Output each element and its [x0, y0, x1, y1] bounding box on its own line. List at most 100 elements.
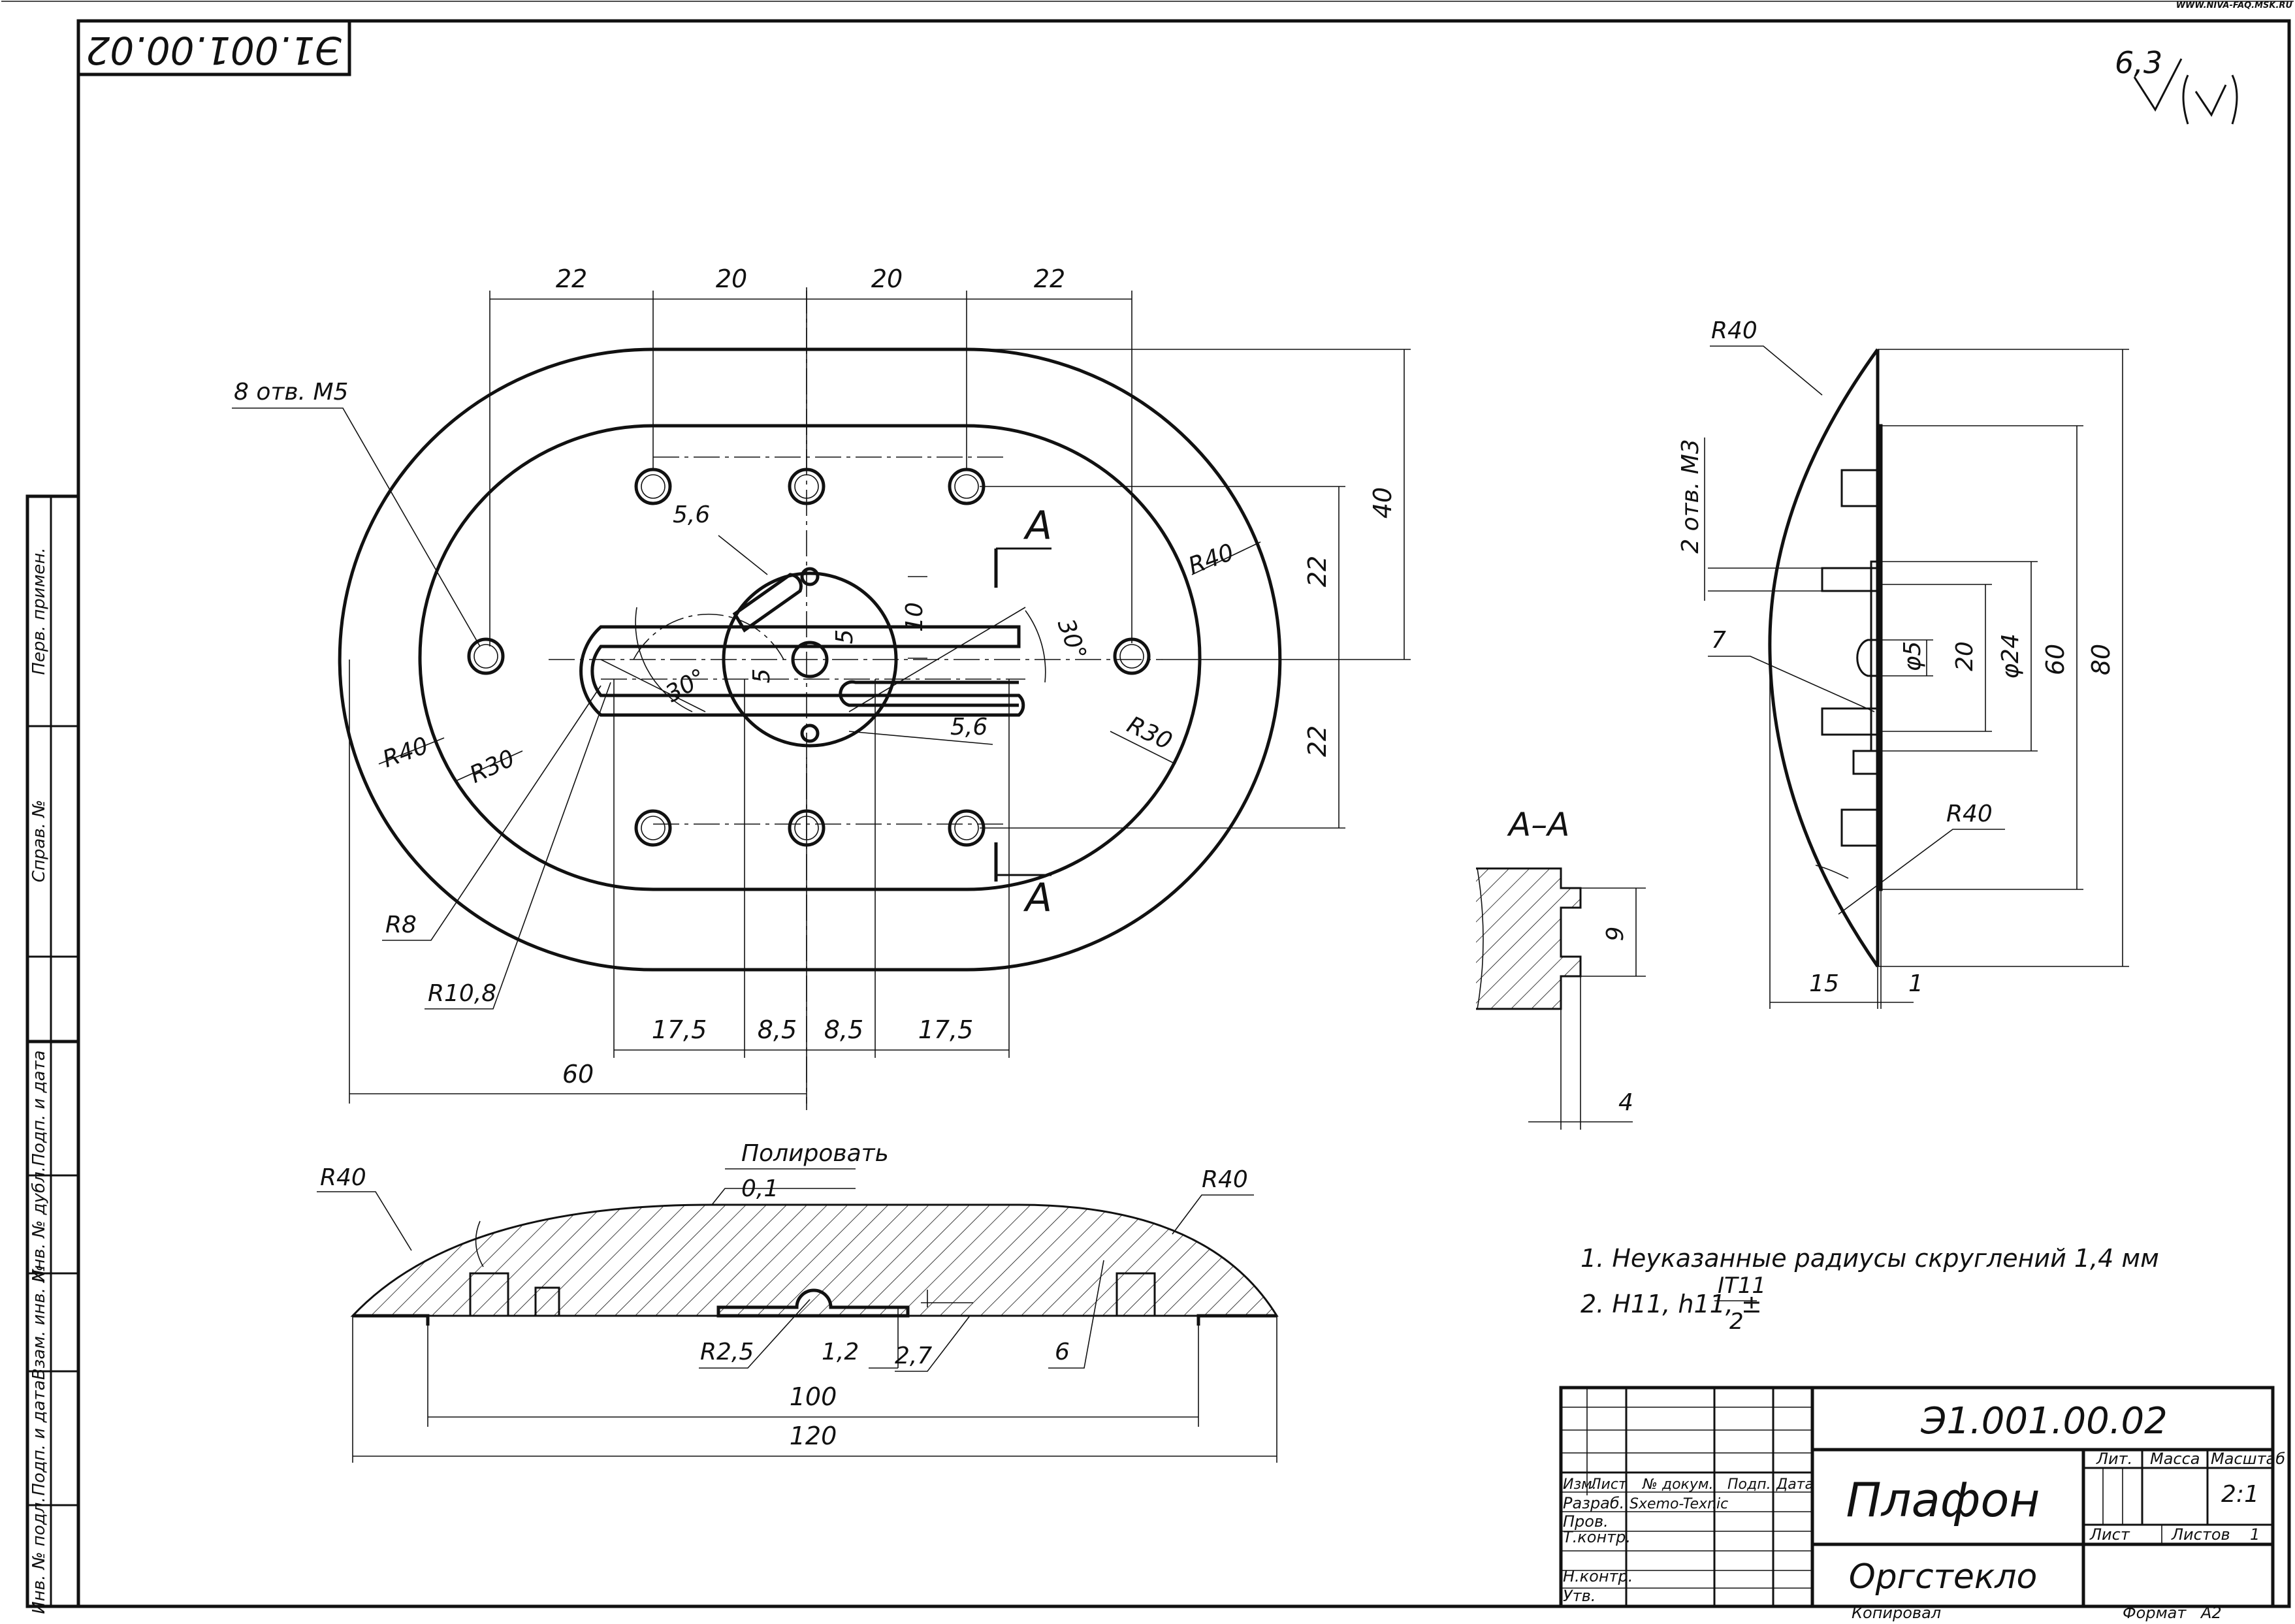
section-aa: А–А 9 4	[1476, 806, 1646, 1130]
dim-right-22a: 22	[1303, 556, 1332, 587]
radius-r40-right: R40	[1185, 539, 1238, 580]
side-col-6: Подп. и дата	[29, 1380, 49, 1495]
radius-r108: R10,8	[428, 980, 496, 1007]
u-slot	[579, 625, 1025, 717]
tb-sheet: Лист	[2089, 1525, 2130, 1544]
tb-r-prov: Пров.	[1563, 1512, 1609, 1531]
side-col-7: Инв. № подл.	[29, 1497, 49, 1614]
dim-top-20a: 20	[716, 264, 747, 293]
radius-r30-right: R30	[1123, 711, 1176, 755]
hole	[948, 809, 986, 847]
front-d27: 2,7	[895, 1343, 932, 1369]
note-2-den: 2	[1729, 1309, 1744, 1335]
polish-tol: 0,1	[741, 1175, 778, 1202]
note-2-num: IT11	[1718, 1273, 1766, 1299]
tb-format-value: A2	[2200, 1604, 2222, 1622]
dim-top-22a: 22	[556, 264, 587, 293]
tb-format: Формат	[2123, 1604, 2187, 1622]
side-d20: 20	[1951, 641, 1978, 671]
front-d12: 1,2	[822, 1339, 859, 1365]
tb-r-razrab: Разраб.	[1563, 1494, 1624, 1512]
dim-10: 10	[901, 602, 928, 632]
angle-1: 30°	[661, 664, 711, 708]
side-d15: 15	[1809, 970, 1839, 997]
dim-bottom-85a: 8,5	[758, 1015, 797, 1044]
tb-scale: 2:1	[2221, 1481, 2259, 1508]
dim-60: 60	[562, 1060, 594, 1089]
tb-material: Оргстекло	[1849, 1557, 2038, 1597]
tb-copied: Копировал	[1852, 1604, 1941, 1622]
note-2: 2. H11, h11, ±	[1581, 1290, 1762, 1318]
section-d9: 9	[1602, 927, 1629, 942]
dim-top-20b: 20	[871, 264, 903, 293]
slot-width-1: 5,6	[673, 502, 710, 528]
tb-h-ndok: № докум.	[1642, 1476, 1713, 1493]
technical-notes: 1. Неуказанные радиусы скруглений 1,4 мм…	[1581, 1244, 2159, 1335]
top-left-code: Э1.001.00.02	[86, 28, 342, 72]
dim-bottom-175a: 17,5	[652, 1015, 707, 1044]
side-d-phi24: φ24	[1997, 633, 2024, 679]
tb-lit: Лит.	[2096, 1450, 2132, 1468]
dim-bottom-175b: 17,5	[918, 1015, 974, 1044]
side-r40-bottom: R40	[1946, 801, 1993, 827]
polish-note: Полировать	[741, 1140, 889, 1167]
front-view: Полировать 0,1 R40 R40 R2,5 1,2 2,7 6 10…	[317, 1140, 1279, 1463]
side-d-phi5: φ5	[1899, 641, 1926, 672]
side-columns: Перв. примен. Справ. № Подп. и дата Инв.…	[25, 494, 80, 1614]
front-d6: 6	[1055, 1339, 1070, 1365]
side-col-1: Перв. примен.	[29, 547, 49, 675]
title-block: Э1.001.00.02 Плафон Оргстекло Изм. Лист …	[1559, 1386, 2285, 1622]
holes-label: 8 отв. M5	[234, 379, 348, 406]
dim-bottom-85b: 8,5	[824, 1015, 863, 1044]
side-col-5: Взам. инв. №	[29, 1265, 49, 1380]
side-col-3: Подп. и дата	[29, 1050, 49, 1166]
outer-outline	[338, 347, 1282, 972]
front-r40-right: R40	[1202, 1166, 1248, 1193]
tb-r-utv: Утв.	[1563, 1587, 1596, 1605]
slot-width-2: 5,6	[950, 714, 987, 740]
tb-r-nkontr: Н.контр.	[1563, 1567, 1633, 1585]
tb-r-tkontr: Т.контр.	[1563, 1528, 1631, 1546]
front-d120: 120	[790, 1422, 837, 1450]
side-holes-label: 2 отв. M3	[1677, 439, 1704, 553]
tb-sheets: Листов	[2171, 1525, 2230, 1544]
tb-designation: Э1.001.00.02	[1920, 1400, 2168, 1442]
dim-5b: 5	[748, 669, 775, 684]
front-d100: 100	[790, 1382, 837, 1411]
section-mark-top: A	[1023, 503, 1052, 549]
side-d60: 60	[2041, 644, 2070, 675]
hole	[467, 637, 505, 675]
front-r40-left: R40	[320, 1164, 366, 1191]
hole	[948, 468, 986, 505]
hole	[788, 468, 826, 505]
dim-right-40: 40	[1368, 487, 1397, 518]
side-r40-top: R40	[1711, 317, 1757, 344]
angle-2: 30°	[1052, 615, 1091, 663]
section-d4: 4	[1618, 1089, 1633, 1116]
side-d1: 1	[1908, 970, 1923, 997]
corner-stamp: WWW.NIVA-FAQ.MSK.RU	[2176, 1, 2293, 10]
tb-h-list: Лист	[1590, 1476, 1628, 1493]
hole	[634, 468, 672, 505]
section-mark-bottom: A	[1023, 875, 1052, 921]
tb-masshtab: Масштаб	[2211, 1450, 2285, 1468]
radius-r40-left: R40	[379, 732, 432, 773]
side-col-2: Справ. №	[29, 800, 49, 882]
tb-sheets-count: 1	[2250, 1525, 2260, 1544]
side-col-4: Инв. № дубл.	[29, 1166, 49, 1282]
tb-name: Плафон	[1846, 1473, 2040, 1527]
side-view: R40 R40 2 отв. M3 7 φ5 20 φ24 60 80	[1677, 317, 2129, 1009]
hole	[634, 809, 672, 847]
hole	[1113, 637, 1151, 675]
radius-r8: R8	[385, 912, 417, 938]
dim-5a: 5	[831, 629, 858, 645]
tb-h-podp: Подп.	[1727, 1476, 1771, 1493]
tb-h-data: Дата	[1776, 1476, 1814, 1493]
radius-r30-left: R30	[466, 745, 519, 789]
section-aa-title: А–А	[1507, 806, 1569, 844]
roughness-symbol: 6,3	[2115, 45, 2238, 125]
front-r25: R2,5	[700, 1339, 754, 1365]
dim-top-22b: 22	[1034, 264, 1065, 293]
inner-outline	[418, 424, 1202, 891]
